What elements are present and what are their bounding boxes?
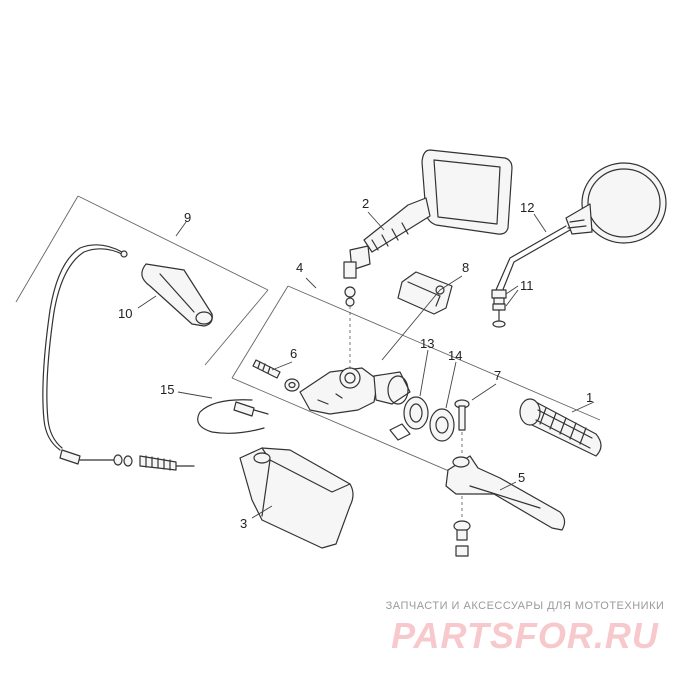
brake-lever-part-5 xyxy=(445,432,566,557)
callout-7: 7 xyxy=(494,368,501,383)
master-cylinder-part-4 xyxy=(299,306,411,441)
switch-wire-part-15 xyxy=(197,399,269,434)
throttle-cable-part-9 xyxy=(42,244,195,471)
callout-5: 5 xyxy=(518,470,525,485)
watermark-tagline: ЗАПЧАСТИ И АКСЕССУАРЫ ДЛЯ МОТОТЕХНИКИ xyxy=(385,600,665,612)
mirror-adapter-part-11 xyxy=(491,289,507,328)
callout-10: 10 xyxy=(118,306,132,321)
callout-12: 12 xyxy=(520,200,534,215)
hand-guard-part-3 xyxy=(239,447,354,549)
mirror-right-part-12 xyxy=(495,162,667,293)
callout-3: 3 xyxy=(240,516,247,531)
callout-6: 6 xyxy=(290,346,297,361)
o-ring-part-13 xyxy=(403,396,429,430)
callout-14: 14 xyxy=(448,348,462,363)
callout-2: 2 xyxy=(362,196,369,211)
adjuster-screw-part-6 xyxy=(252,359,300,392)
mirror-left-part-2 xyxy=(343,149,513,307)
callout-11: 11 xyxy=(520,278,534,293)
pivot-bolt-part-7 xyxy=(454,399,470,431)
leader-lines xyxy=(137,211,595,519)
frame-group-9 xyxy=(15,195,269,366)
throttle-sleeve-part-10 xyxy=(141,263,213,327)
handlebar-grip-part-1 xyxy=(519,398,602,457)
callout-9: 9 xyxy=(184,210,191,225)
callout-1: 1 xyxy=(586,390,593,405)
callout-8: 8 xyxy=(462,260,469,275)
watermark: ЗАПЧАСТИ И АКСЕССУАРЫ ДЛЯ МОТОТЕХНИКИ PA… xyxy=(360,600,690,656)
reservoir-cap-part-8 xyxy=(397,271,453,315)
callout-4: 4 xyxy=(296,260,303,275)
washer-part-14 xyxy=(429,408,455,442)
callout-13: 13 xyxy=(420,336,434,351)
callout-labels: 1 2 3 4 5 6 7 8 9 10 11 12 13 14 15 xyxy=(118,196,593,531)
callout-15: 15 xyxy=(160,382,174,397)
watermark-logo: PARTSFOR.RU xyxy=(391,615,659,656)
